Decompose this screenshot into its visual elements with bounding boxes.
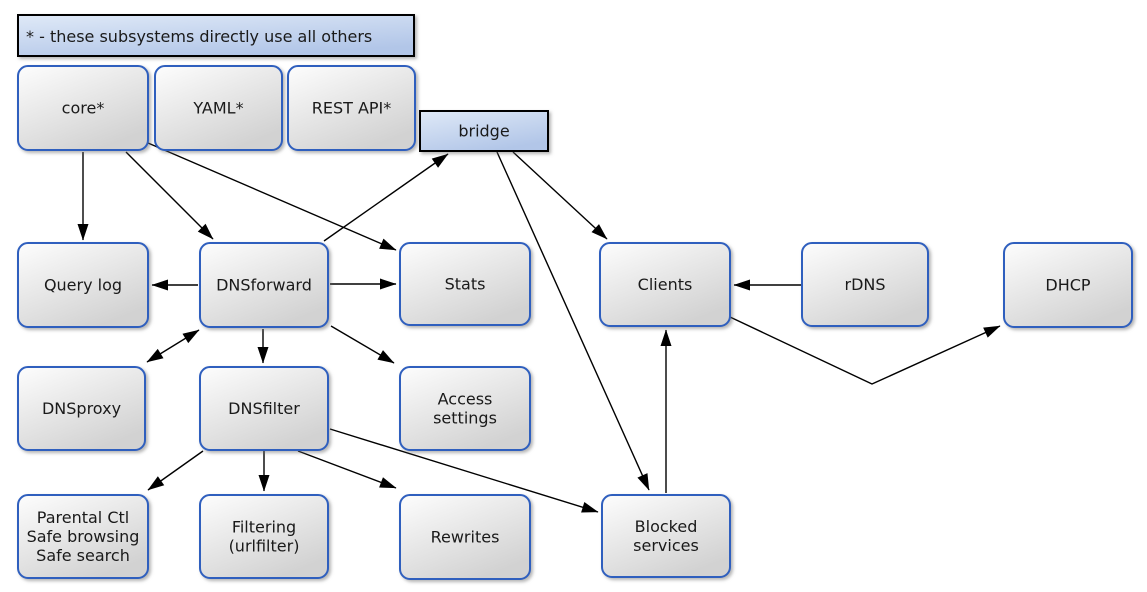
- node-box-dhcp: [1003, 242, 1133, 328]
- legend-text: * - these subsystems directly use all ot…: [26, 27, 372, 46]
- edge-dnsforward-to-access-settings: [330, 325, 395, 364]
- node-label-dhcp: DHCP: [1045, 276, 1091, 295]
- node-label-rest-api: REST API*: [312, 99, 392, 118]
- node-box-query-log: [17, 242, 149, 328]
- node-dnsproxy: DNSproxy: [17, 366, 146, 451]
- node-box-stats: [399, 242, 531, 326]
- node-label-yaml: YAML*: [192, 99, 243, 118]
- legend-note: * - these subsystems directly use all ot…: [17, 14, 415, 57]
- node-label-parental-line2: Safe browsing: [27, 527, 140, 546]
- edge-clients-to-dhcp: [729, 316, 1001, 385]
- edge-core-to-dnsforward: [125, 151, 214, 240]
- legend-box: [17, 14, 415, 57]
- node-box-blocked-services: [601, 494, 731, 578]
- node-label-core: core*: [62, 99, 105, 118]
- node-box-dnsproxy: [17, 366, 146, 451]
- node-label-filtering-line2: (urlfilter): [229, 537, 300, 556]
- node-box-access-settings: [399, 366, 531, 451]
- edge-bridge-to-blocked-services: [496, 151, 650, 491]
- node-dnsfilter: DNSfilter: [199, 366, 329, 451]
- node-query-log: Query log: [17, 242, 149, 328]
- node-box-rewrites: [399, 494, 531, 580]
- node-label-bridge: bridge: [458, 122, 509, 141]
- node-dhcp: DHCP: [1003, 242, 1133, 328]
- node-label-parental-line3: Safe search: [36, 546, 130, 565]
- node-box-rest-api: [287, 65, 416, 151]
- edge-core-to-stats: [147, 142, 397, 251]
- node-label-blocked-services-line2: services: [633, 536, 699, 555]
- node-label-blocked-services-line1: Blocked: [635, 517, 698, 536]
- node-filtering: Filtering(urlfilter): [199, 494, 329, 579]
- node-yaml: YAML*: [154, 65, 283, 151]
- node-label-dnsfilter: DNSfilter: [228, 399, 300, 418]
- node-box-dnsfilter: [199, 366, 329, 451]
- edge-bridge-to-clients: [512, 151, 608, 240]
- node-box-filtering: [199, 494, 329, 579]
- node-rewrites: Rewrites: [399, 494, 531, 580]
- edge-dnsfilter-to-blocked-services: [329, 428, 599, 513]
- node-label-parental-line1: Parental Ctl: [37, 508, 129, 527]
- edges-layer: [77, 142, 1001, 513]
- edge-dnsforward-to-bridge: [323, 153, 449, 242]
- node-box-core: [17, 65, 149, 151]
- edge-dnsforward-dnsproxy: [146, 329, 200, 363]
- node-bridge: bridge: [419, 110, 549, 152]
- node-stats: Stats: [399, 242, 531, 326]
- node-label-query-log: Query log: [44, 276, 122, 295]
- node-box-clients: [599, 242, 731, 327]
- node-label-dnsforward: DNSforward: [216, 276, 312, 295]
- node-box-bridge: [419, 110, 549, 152]
- node-box-rdns: [801, 242, 929, 327]
- node-rest-api: REST API*: [287, 65, 416, 151]
- edge-dnsfilter-to-rewrites: [297, 450, 397, 489]
- node-rdns: rDNS: [801, 242, 929, 327]
- node-clients: Clients: [599, 242, 731, 327]
- node-label-clients: Clients: [638, 275, 693, 294]
- node-label-access-settings-line1: Access: [438, 390, 493, 409]
- node-label-rewrites: Rewrites: [431, 528, 500, 547]
- node-dnsforward: DNSforward: [199, 242, 329, 328]
- node-label-dnsproxy: DNSproxy: [42, 399, 121, 418]
- node-box-yaml: [154, 65, 283, 151]
- node-label-rdns: rDNS: [844, 275, 885, 294]
- node-box-parental: [17, 494, 149, 579]
- node-box-dnsforward: [199, 242, 329, 328]
- node-label-filtering-line1: Filtering: [232, 518, 296, 537]
- node-label-access-settings-line2: settings: [433, 409, 497, 428]
- node-label-stats: Stats: [445, 275, 486, 294]
- edge-dnsfilter-to-parental: [147, 450, 204, 491]
- node-core: core*: [17, 65, 149, 151]
